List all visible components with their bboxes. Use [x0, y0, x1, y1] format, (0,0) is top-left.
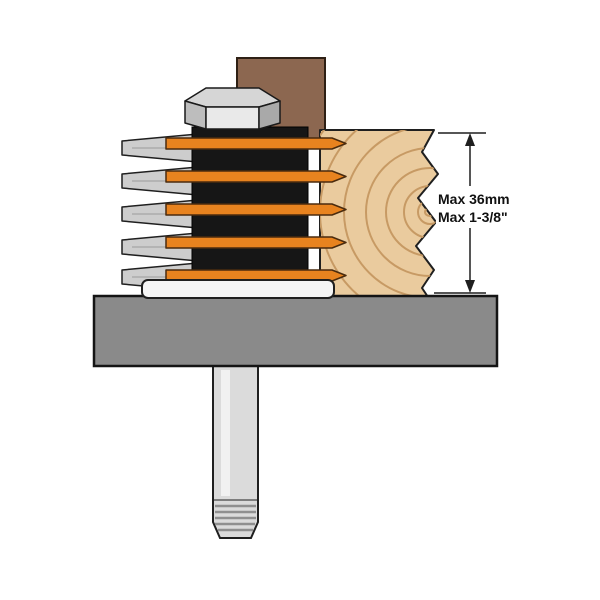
- arrowhead-up-icon: [465, 133, 475, 146]
- arbor-washer: [141, 279, 335, 299]
- hex-nut-right-facet: [258, 100, 281, 130]
- label-backdrop: [436, 186, 514, 228]
- shank-highlight: [221, 370, 230, 496]
- dimension-annotation: Max 36mm Max 1-3/8": [434, 132, 514, 294]
- hex-nut: [184, 87, 281, 130]
- cutter-blade: [165, 236, 347, 249]
- cutter-blade: [165, 137, 347, 150]
- hex-nut-front-facet: [205, 106, 260, 130]
- dimension-label-metric: Max 36mm: [438, 191, 510, 207]
- arrowhead-down-icon: [465, 280, 475, 293]
- shank: [212, 363, 259, 539]
- cutter-blade: [165, 203, 347, 216]
- cutter-blade: [165, 170, 347, 183]
- cutter-blades: [165, 137, 347, 282]
- dimension-label-imperial: Max 1-3/8": [438, 209, 508, 225]
- shank-threads: [215, 504, 256, 532]
- router-base: [92, 294, 499, 368]
